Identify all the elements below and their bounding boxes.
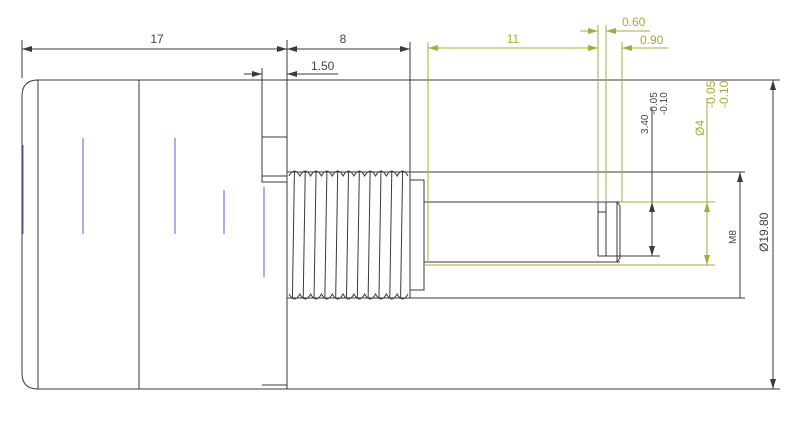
thread-crest-line	[378, 171, 382, 299]
thread-crest-line	[367, 171, 371, 299]
dimension-groove-width: 0.60	[622, 15, 646, 29]
groove-diameter-label: 3.40 -0.05 -0.10	[640, 92, 670, 134]
body-diameter-label: Ø19.80	[757, 212, 771, 252]
centerlines	[22, 138, 265, 277]
thread-crest-line	[302, 171, 306, 299]
body-outline	[21, 79, 288, 390]
thread-crest-line	[335, 171, 339, 299]
shaft-diameter-label: Ø4 -0.05 -0.10	[693, 80, 731, 136]
thread-size-label: M8	[728, 230, 739, 244]
svg-text:-0.05: -0.05	[704, 80, 718, 108]
thread-profile	[288, 292, 409, 300]
dimension-body-length: 17	[150, 32, 164, 46]
thread-crest-line	[356, 171, 360, 299]
svg-text:3.40: 3.40	[640, 114, 651, 134]
thread-crest-line	[346, 171, 349, 299]
thread	[286, 170, 411, 300]
thread-crest-line	[324, 171, 328, 299]
dimension-thread-length: 8	[340, 32, 347, 46]
svg-text:-0.05: -0.05	[649, 92, 660, 115]
thread-crest-line	[400, 171, 404, 299]
svg-text:Ø4: Ø4	[693, 120, 707, 136]
dimension-groove-offset: 0.90	[640, 33, 664, 47]
svg-text:-0.10: -0.10	[659, 92, 670, 115]
thread-crest-line	[291, 171, 295, 299]
thread-profile	[288, 170, 409, 178]
dimension-step-width: 1.50	[311, 59, 335, 73]
svg-text:-0.10: -0.10	[717, 80, 731, 108]
thread-crest-line	[313, 171, 317, 299]
shaft	[409, 179, 660, 291]
dimension-shaft-length: 11	[507, 32, 520, 46]
thread-crest-line	[389, 171, 393, 299]
